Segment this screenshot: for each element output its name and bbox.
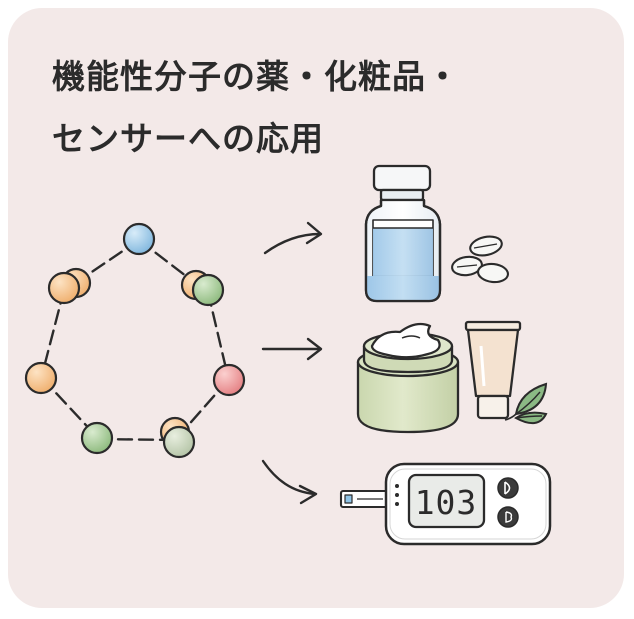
meter-reading: 103 <box>415 483 478 522</box>
pills-icon <box>451 235 509 284</box>
arrow-right-icon <box>261 459 318 505</box>
molecule-atoms <box>24 222 246 459</box>
cosmetic-tube-icon <box>464 320 522 420</box>
atom-green-right <box>191 273 225 307</box>
atom-orange-left <box>47 271 81 305</box>
atom-sage-bottom-right <box>162 425 196 459</box>
atom-orange-mid-left <box>24 361 58 395</box>
meter-display <box>407 473 486 529</box>
atom-blue <box>122 222 156 256</box>
diagram-title: 機能性分子の薬・化粧品・ センサーへの応用 <box>52 46 572 170</box>
arrow-right-icon <box>263 221 323 255</box>
medicine-vial-icon <box>364 164 442 303</box>
glucose-meter-icon: 103 <box>384 462 552 546</box>
atom-green-bottom <box>80 421 114 455</box>
pill <box>477 262 509 284</box>
test-strip-icon <box>339 489 389 509</box>
title-line-2: センサーへの応用 <box>52 119 324 158</box>
meter-button-bottom[interactable] <box>497 506 519 528</box>
leaf-icon <box>504 382 548 425</box>
meter-button-top[interactable] <box>497 477 519 499</box>
atom-red <box>212 363 246 397</box>
title-line-1: 機能性分子の薬・化粧品・ <box>52 57 460 96</box>
arrow-right-icon <box>261 337 323 361</box>
cream-jar-icon <box>356 322 460 434</box>
